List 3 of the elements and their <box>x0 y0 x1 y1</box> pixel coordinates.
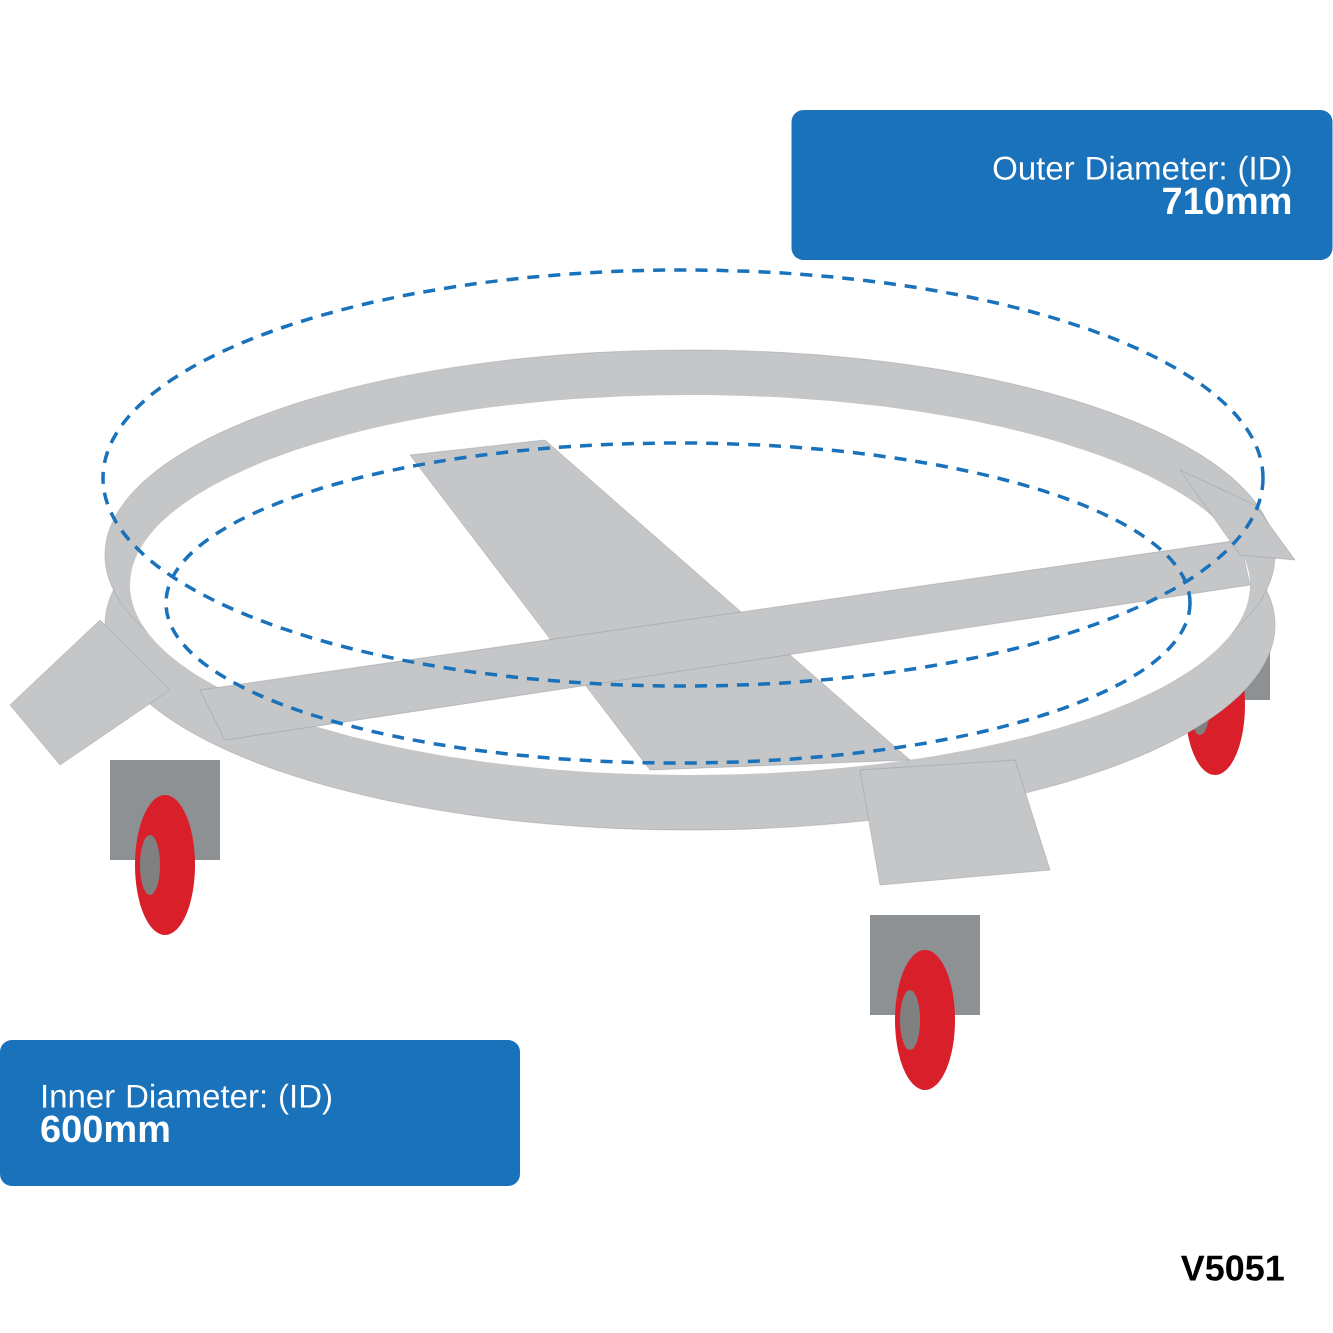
model-number: V5051 <box>1180 1255 1284 1281</box>
dimension-box: Outer Diameter: (ID) 710mm <box>791 110 1333 260</box>
dimension-box: Inner Diameter: (ID) 600mm <box>0 1040 520 1186</box>
